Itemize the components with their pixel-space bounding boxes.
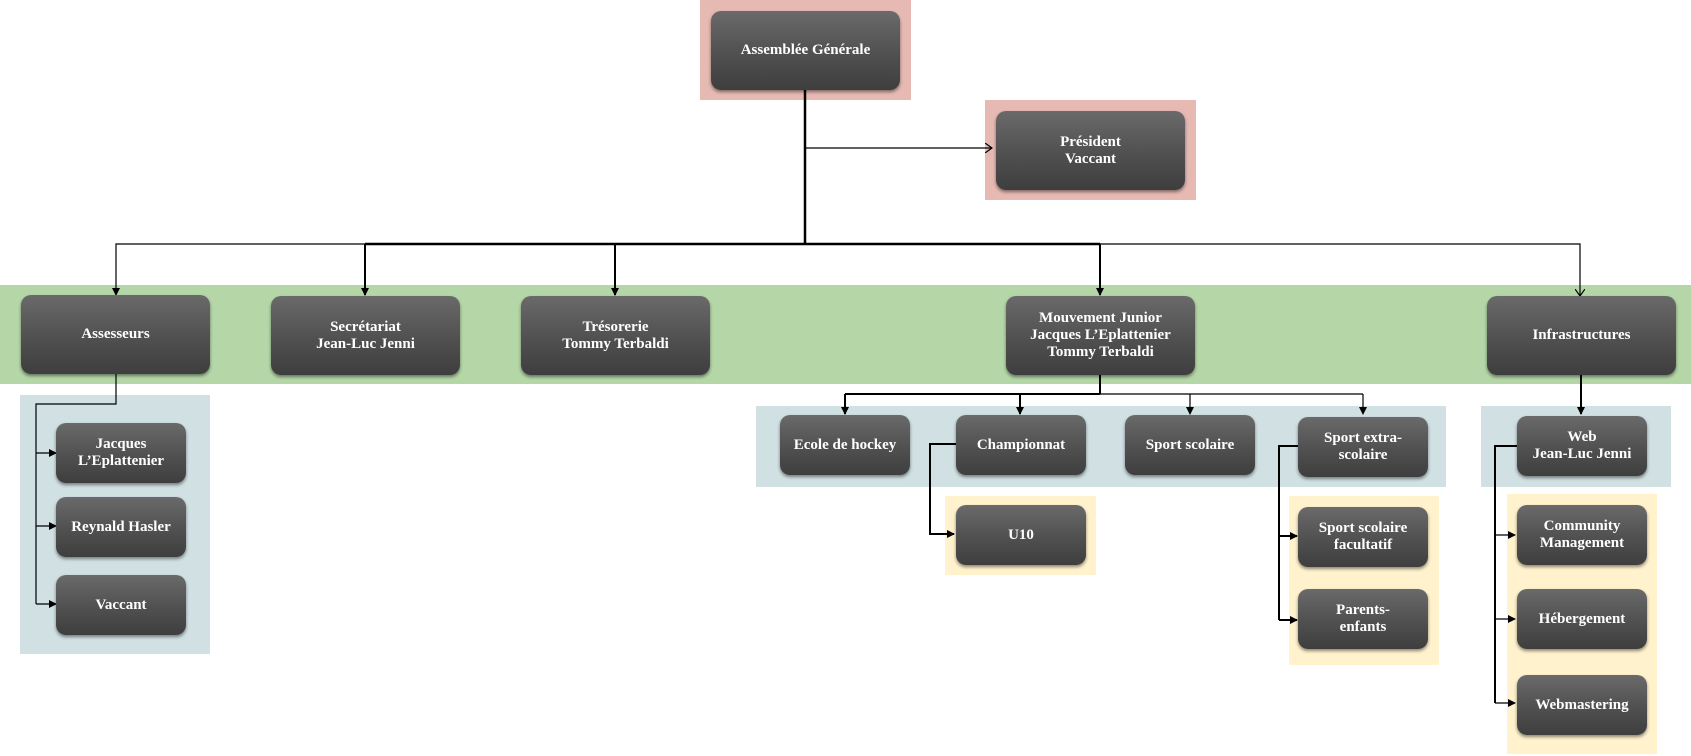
node-infrastructures: Infrastructures	[1487, 296, 1676, 375]
node-parents-enfants: Parents- enfants	[1298, 589, 1428, 649]
node-assemblee-generale: Assemblée Générale	[711, 11, 900, 90]
node-reynald-hasler: Reynald Hasler	[56, 497, 186, 557]
node-secretariat: Secrétariat Jean-Luc Jenni	[271, 296, 460, 375]
node-hebergement: Hébergement	[1517, 589, 1647, 649]
node-sport-extra-scolaire: Sport extra- scolaire	[1298, 417, 1428, 477]
node-jacques-leplattenier: Jacques L’Eplattenier	[56, 423, 186, 483]
node-webmastering: Webmastering	[1517, 675, 1647, 735]
node-championnat: Championnat	[956, 415, 1086, 475]
node-sport-scolaire: Sport scolaire	[1125, 415, 1255, 475]
node-ecole-de-hockey: Ecole de hockey	[780, 415, 910, 475]
node-president: Président Vaccant	[996, 111, 1185, 190]
node-community-management: Community Management	[1517, 505, 1647, 565]
node-u10: U10	[956, 505, 1086, 565]
node-mouvement-junior: Mouvement Junior Jacques L’Eplattenier T…	[1006, 296, 1195, 375]
node-assesseurs: Assesseurs	[21, 295, 210, 374]
node-vaccant: Vaccant	[56, 575, 186, 635]
node-web: Web Jean-Luc Jenni	[1517, 416, 1647, 476]
node-tresorerie: Trésorerie Tommy Terbaldi	[521, 296, 710, 375]
node-sport-scolaire-facultatif: Sport scolaire facultatif	[1298, 507, 1428, 567]
